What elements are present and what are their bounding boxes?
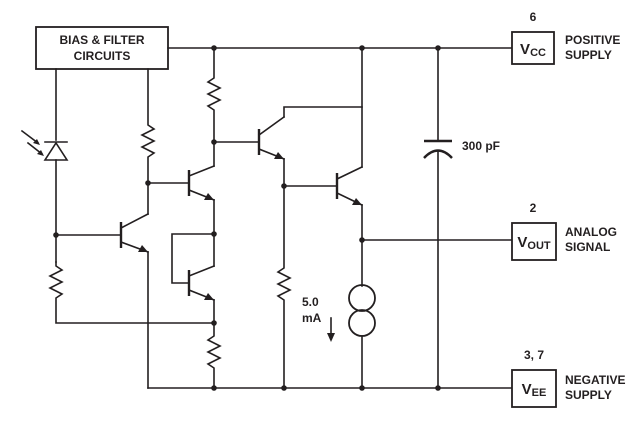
vout-label-line1: ANALOG bbox=[565, 225, 617, 239]
vout-symbol-sub: OUT bbox=[527, 240, 551, 252]
collector-resistor bbox=[206, 47, 259, 167]
bias-block-line1: BIAS & FILTER bbox=[59, 33, 144, 47]
bias-resistor bbox=[140, 68, 189, 184]
bottom-resistor bbox=[206, 299, 222, 389]
vcc-terminal: 6 VCC POSITIVE SUPPLY bbox=[511, 10, 620, 65]
transistor-q3 bbox=[171, 199, 216, 302]
vout-label-line2: SIGNAL bbox=[565, 240, 610, 254]
transistor-q4 bbox=[257, 106, 363, 187]
vee-label-line2: SUPPLY bbox=[565, 388, 612, 402]
vee-terminal: 3, 7 VEE NEGATIVE SUPPLY bbox=[511, 348, 625, 408]
current-source-unit: mA bbox=[302, 311, 322, 325]
current-source-value: 5.0 bbox=[302, 295, 319, 309]
vcc-label-line2: SUPPLY bbox=[565, 48, 612, 62]
vout-symbol-main: V bbox=[517, 234, 527, 251]
vee-pin-number: 3, 7 bbox=[524, 348, 544, 362]
vcc-pin-number: 6 bbox=[530, 10, 537, 24]
vcc-symbol-sub: CC bbox=[530, 47, 546, 59]
bias-filter-block: BIAS & FILTER CIRCUITS bbox=[35, 26, 169, 70]
svg-text:VCC: VCC bbox=[520, 41, 546, 59]
q4-emitter-resistor bbox=[276, 185, 292, 389]
vee-symbol-main: V bbox=[522, 381, 532, 398]
svg-text:VOUT: VOUT bbox=[517, 234, 551, 252]
vout-terminal: 2 VOUT ANALOG SIGNAL bbox=[511, 201, 617, 261]
vee-symbol-sub: EE bbox=[532, 387, 547, 399]
vout-pin-number: 2 bbox=[530, 201, 537, 215]
junction-dots bbox=[53, 45, 441, 391]
vee-label-line1: NEGATIVE bbox=[565, 373, 625, 387]
capacitor: 300 pF bbox=[423, 47, 500, 389]
svg-text:VEE: VEE bbox=[522, 381, 547, 399]
vcc-symbol-main: V bbox=[520, 41, 530, 58]
transistor-q5 bbox=[283, 47, 364, 287]
left-resistor bbox=[48, 261, 215, 324]
bias-block-line2: CIRCUITS bbox=[74, 49, 131, 63]
photodiode bbox=[20, 68, 69, 263]
transistor-q2 bbox=[187, 164, 216, 202]
current-source: 5.0 mA bbox=[302, 284, 376, 389]
transistor-q1 bbox=[55, 182, 150, 389]
vcc-label-line1: POSITIVE bbox=[565, 33, 620, 47]
capacitor-value: 300 pF bbox=[462, 139, 500, 153]
